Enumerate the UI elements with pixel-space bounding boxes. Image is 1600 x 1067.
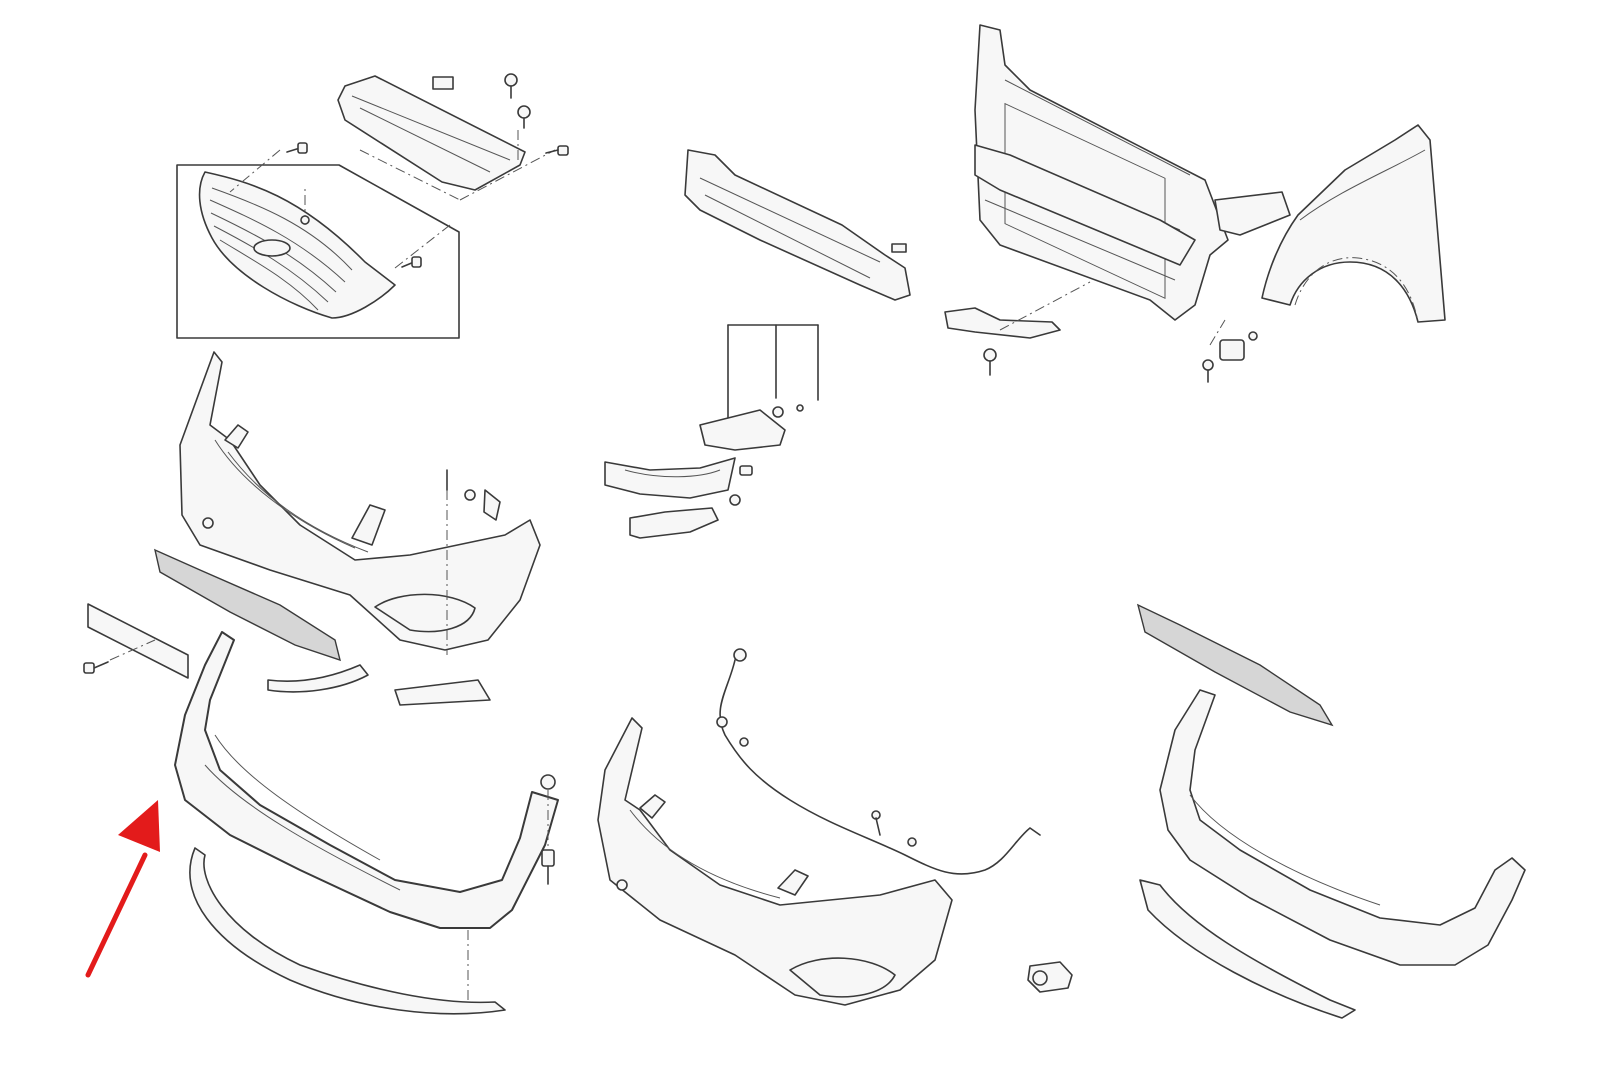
module-clip — [1202, 319, 1258, 383]
fog-lamp-bezel — [604, 457, 753, 506]
grille-screw-left — [286, 142, 308, 154]
highlight-arrow — [85, 800, 160, 978]
fog-lamp-cover — [629, 507, 719, 539]
bumper-wiring-harness — [716, 648, 1041, 875]
front-end-module — [974, 24, 1291, 321]
bumper-center-fasteners — [446, 469, 501, 655]
module-bracket — [944, 281, 1091, 376]
bumper-cover-rear-view — [597, 717, 953, 1006]
front-bumper-cover — [179, 351, 541, 651]
grille-assembly — [176, 149, 460, 339]
lower-trim-strip — [189, 847, 506, 1015]
lower-trim-strip-right-view — [1139, 879, 1356, 1019]
grille-screw-right — [401, 256, 422, 268]
parking-sensor — [1027, 961, 1073, 993]
front-fender — [1261, 124, 1446, 323]
lower-lip-spoiler-right-view — [1159, 689, 1526, 966]
lower-grille — [154, 548, 491, 706]
license-plate-bracket — [83, 603, 189, 679]
upper-bolts — [504, 73, 569, 160]
fog-lamp-assembly — [699, 324, 819, 451]
lower-grille-right-view — [1136, 603, 1334, 727]
lower-lip-spoiler-highlighted — [174, 631, 559, 1000]
grille-upper-cover — [337, 75, 556, 201]
bumper-reinforcement-beam — [684, 149, 911, 301]
